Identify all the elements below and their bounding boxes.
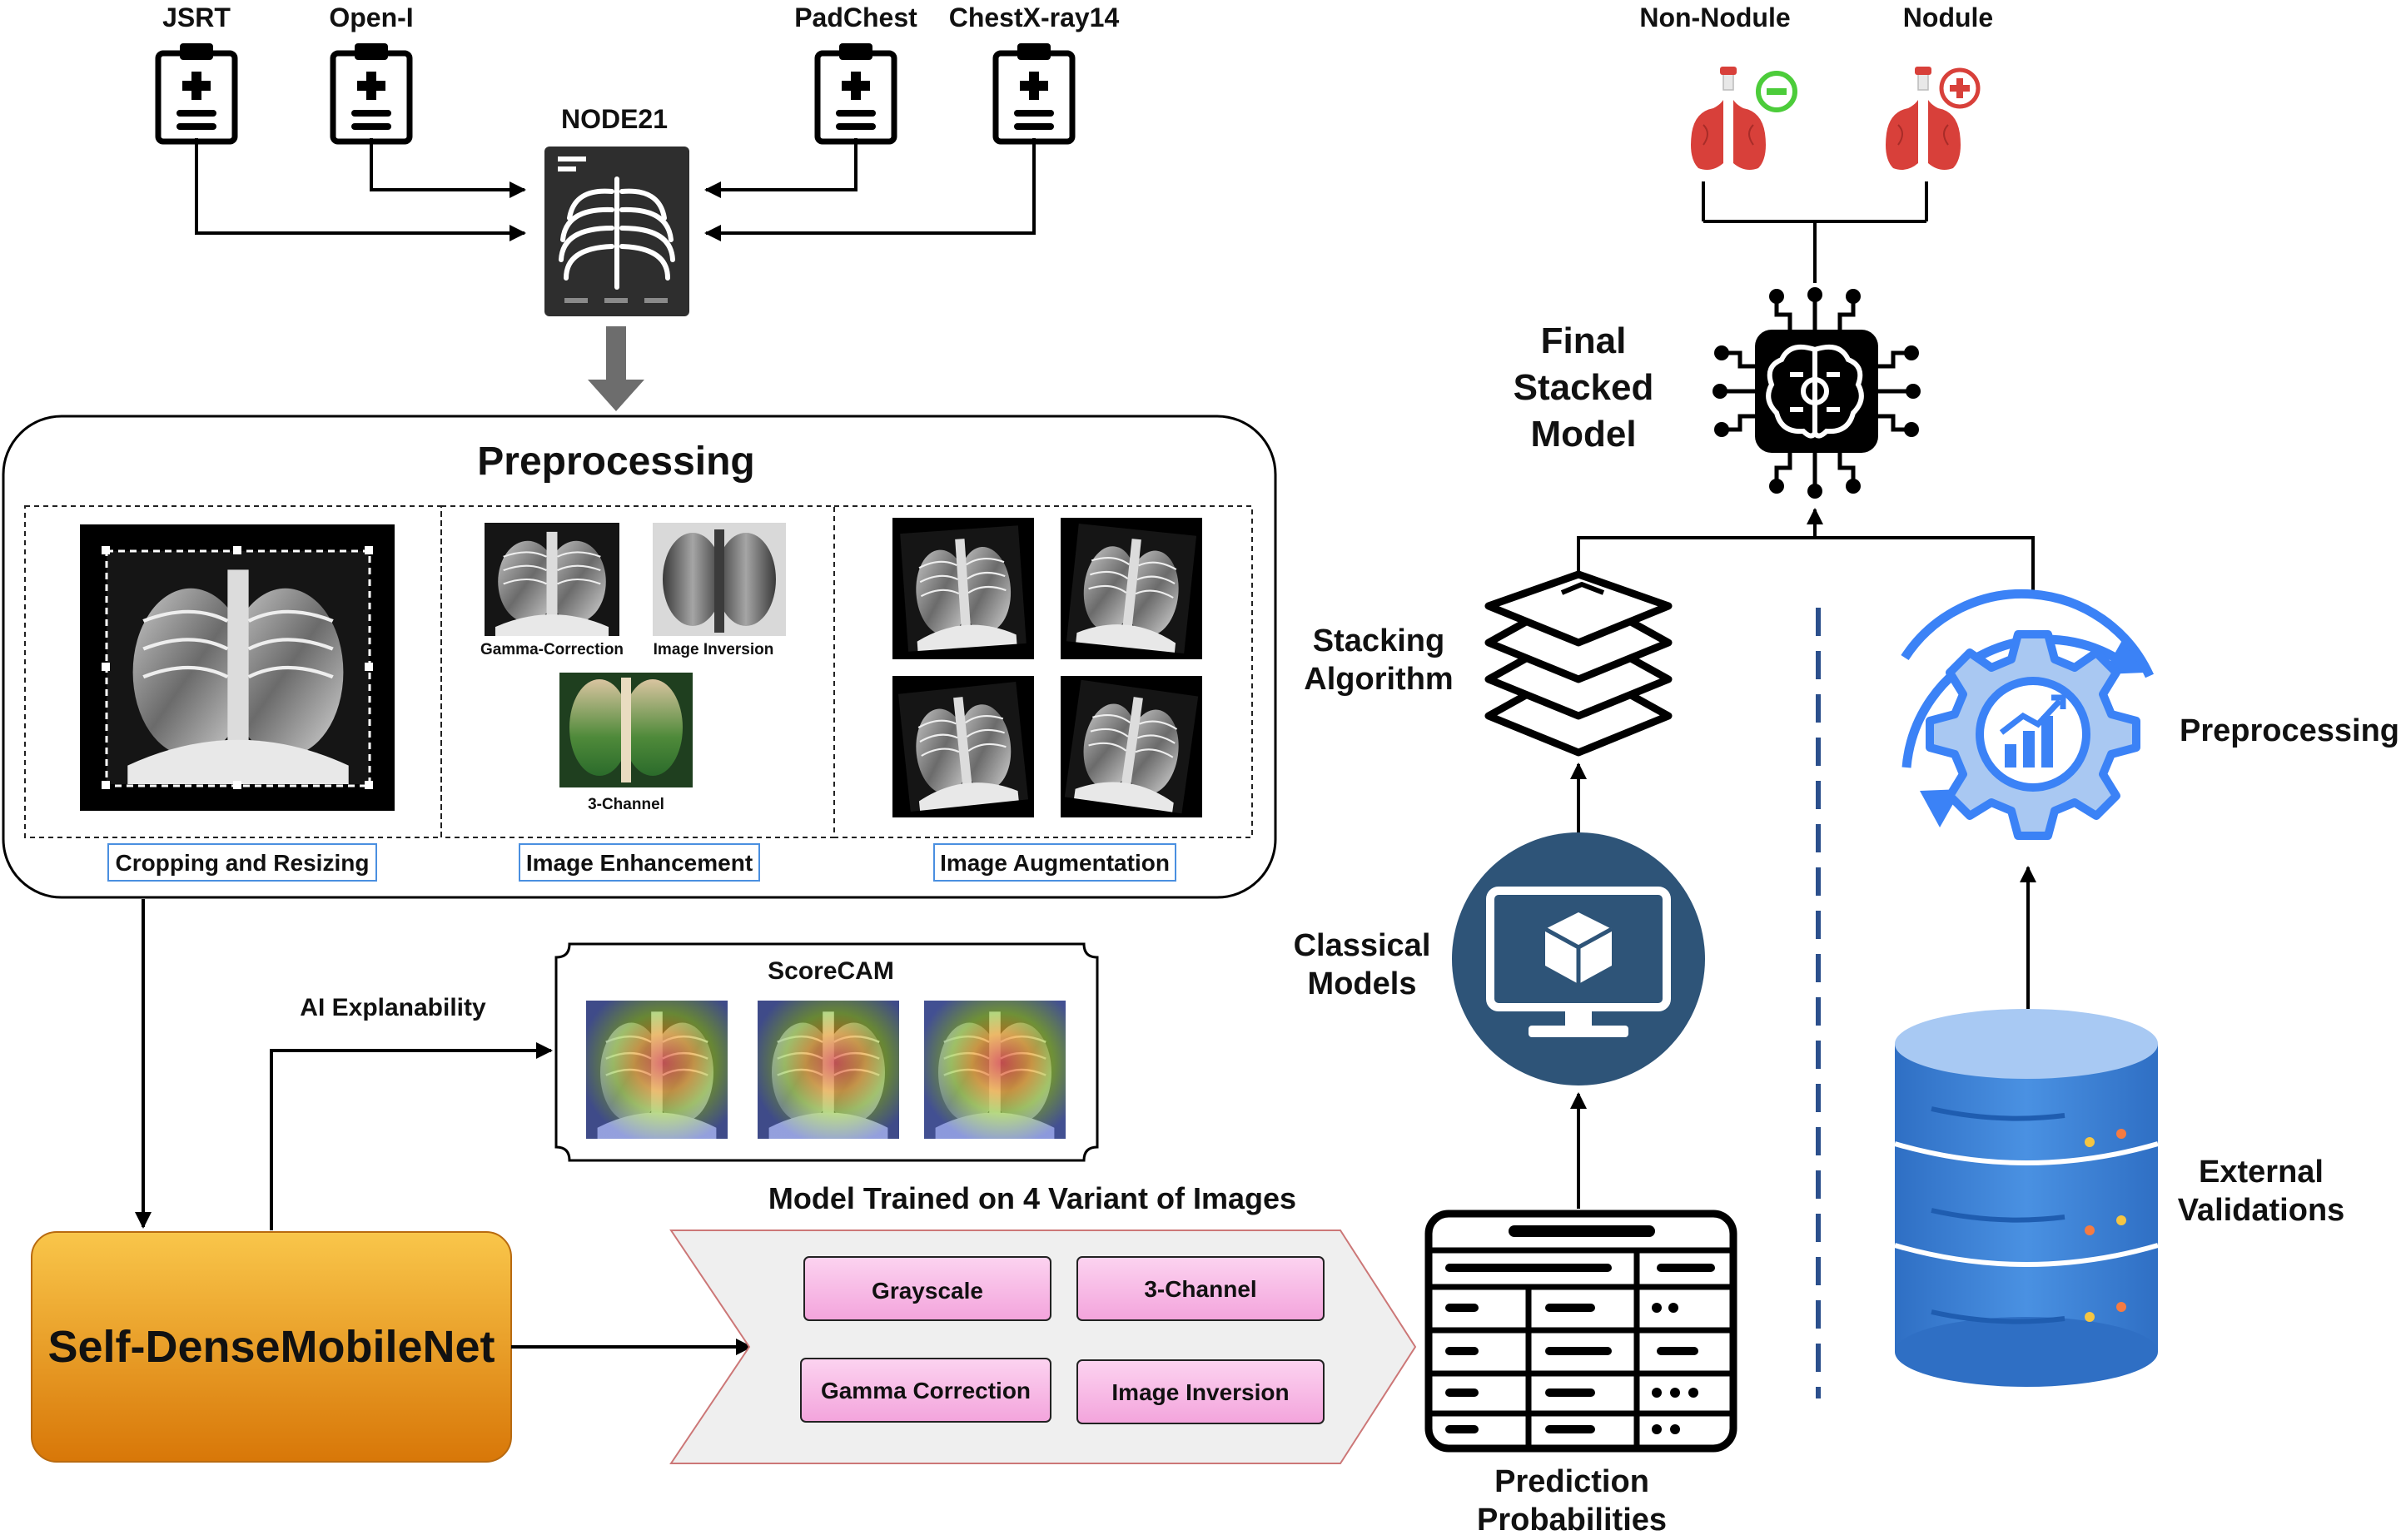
- augmented-image-1: [892, 518, 1034, 659]
- stacking-layers-icon: [1484, 570, 1673, 757]
- classical-label-line1: Classical: [1294, 928, 1431, 963]
- three-channel-image: 3-Channel: [559, 673, 693, 813]
- classical-label-line2: Models: [1308, 966, 1417, 1001]
- cropped-xray-image: [80, 524, 395, 811]
- augmented-image-3: [892, 676, 1034, 817]
- svg-text:3-Channel: 3-Channel: [1144, 1276, 1256, 1302]
- svg-text:Image Enhancement: Image Enhancement: [526, 850, 753, 876]
- dataset-chestx-label: ChestX-ray14: [949, 2, 1120, 32]
- heatmap-image-3: [922, 999, 1067, 1140]
- prediction-label-line2: Probabilities: [1477, 1503, 1667, 1538]
- gear-refresh-icon: [1901, 589, 2155, 840]
- image-inversion-image: Image Inversion: [653, 523, 786, 658]
- nodule-label: Nodule: [1903, 2, 1993, 32]
- augment-caption: Image Augmentation: [933, 843, 1176, 882]
- classical-models-icon: Classical Models: [1294, 832, 1705, 1085]
- variant-three-channel: 3-Channel: [1076, 1256, 1325, 1321]
- stacking-label-line1: Stacking: [1313, 623, 1444, 658]
- svg-text:Grayscale: Grayscale: [872, 1278, 983, 1304]
- prediction-table-icon: Prediction Probabilities: [1424, 1210, 1737, 1538]
- variant-image-inversion: Image Inversion: [1076, 1359, 1325, 1424]
- non-nodule-label: Non-Nodule: [1639, 2, 1790, 32]
- dataset-connectors: [195, 138, 1036, 241]
- crop-caption: Cropping and Resizing: [107, 843, 377, 882]
- augmented-image-2: [1061, 518, 1202, 659]
- final-label-line1: Final: [1541, 320, 1627, 361]
- model-name: Self-DenseMobileNet: [47, 1322, 495, 1372]
- gamma-label: Gamma-Correction: [480, 641, 624, 658]
- clipboard-icon: [996, 43, 1072, 142]
- node21-xray: NODE21: [544, 104, 689, 316]
- three-channel-label: 3-Channel: [588, 796, 664, 813]
- output-split-connector: [1702, 181, 1928, 283]
- gamma-correction-image: Gamma-Correction: [480, 521, 624, 658]
- variant-gamma-correction: Gamma Correction: [800, 1358, 1051, 1423]
- merge-connector: [1577, 508, 2035, 596]
- dataset-openi-label: Open-I: [329, 2, 413, 32]
- scorecam-panel: ScoreCAM: [554, 942, 1099, 1162]
- variant-grayscale: Grayscale: [803, 1256, 1051, 1321]
- inversion-label: Image Inversion: [654, 641, 774, 658]
- svg-text:Image Augmentation: Image Augmentation: [940, 850, 1170, 876]
- ai-chip-icon: [1713, 287, 1921, 499]
- variants-title: Model Trained on 4 Variant of Images: [768, 1181, 1296, 1215]
- dataset-openi: Open-I: [329, 2, 414, 142]
- enhance-caption: Image Enhancement: [519, 843, 760, 882]
- final-label-line3: Model: [1530, 414, 1636, 455]
- dataset-padchest-label: PadChest: [794, 2, 917, 32]
- svg-text:Cropping and Resizing: Cropping and Resizing: [116, 850, 370, 876]
- augment-section: [833, 505, 1253, 838]
- scorecam-title: ScoreCAM: [768, 957, 894, 985]
- external-label-line1: External: [2199, 1155, 2324, 1190]
- dataset-jsrt-label: JSRT: [162, 2, 231, 32]
- explain-connector: [270, 1042, 553, 1230]
- clipboard-icon: [818, 43, 894, 142]
- augmented-image-4: [1061, 676, 1202, 817]
- external-preprocessing-label: Preprocessing: [2180, 713, 2399, 748]
- nodule-output: Nodule: [1885, 2, 1993, 171]
- svg-text:Image Inversion: Image Inversion: [1111, 1379, 1289, 1405]
- svg-text:Gamma Correction: Gamma Correction: [821, 1378, 1031, 1403]
- database-icon: [1894, 1009, 2159, 1387]
- lungs-icon: [1690, 66, 1767, 171]
- variants-chevron: Model Trained on 4 Variant of Images Gra…: [669, 1181, 1417, 1464]
- node21-label: NODE21: [561, 104, 668, 134]
- preprocessing-title: Preprocessing: [477, 440, 754, 484]
- dataset-chestx: ChestX-ray14: [949, 2, 1120, 142]
- final-label-line2: Stacked: [1514, 367, 1654, 408]
- stacking-label-line2: Algorithm: [1304, 662, 1453, 697]
- explain-label: AI Explanability: [300, 994, 486, 1021]
- clipboard-icon: [333, 43, 410, 142]
- model-box: Self-DenseMobileNet: [31, 1231, 512, 1463]
- dataset-padchest: PadChest: [794, 2, 917, 142]
- dataset-jsrt: JSRT: [158, 2, 235, 142]
- heatmap-image-1: [584, 999, 729, 1140]
- clipboard-icon: [158, 43, 235, 142]
- down-arrow-icon: [588, 326, 644, 411]
- preprocessing-panel: Preprocessing Gamma-Correction: [2, 415, 1277, 899]
- external-label-line2: Validations: [2178, 1193, 2345, 1228]
- non-nodule-output: Non-Nodule: [1639, 2, 1797, 171]
- heatmap-image-2: [756, 999, 901, 1140]
- prediction-label-line1: Prediction: [1494, 1464, 1649, 1499]
